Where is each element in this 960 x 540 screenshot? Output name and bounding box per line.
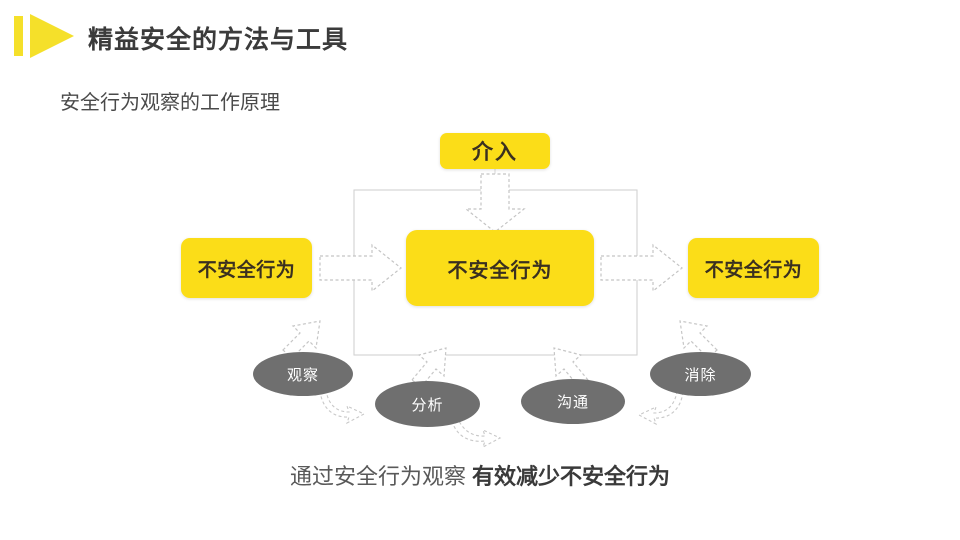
box-unsafe-behavior-before[interactable]: 不安全行为: [181, 238, 312, 298]
footer-normal-text: 通过安全行为观察: [289, 464, 466, 489]
arrow-analyze-to-communicate: [451, 418, 502, 449]
box-unsafe-behavior-current[interactable]: 不安全行为: [406, 230, 594, 306]
node-eliminate[interactable]: 消除: [650, 352, 751, 396]
node-observe[interactable]: 观察: [253, 352, 353, 396]
arrow-observe-to-analyze: [319, 389, 366, 425]
page-title: 精益安全的方法与工具: [88, 26, 349, 54]
arrow-left-to-center: [319, 243, 402, 293]
box-intervene[interactable]: 介入: [440, 133, 550, 169]
node-communicate[interactable]: 沟通: [521, 379, 625, 424]
logo-bar-shape: [14, 16, 23, 56]
play-triangle-icon: [14, 13, 76, 59]
box-unsafe-behavior-after[interactable]: 不安全行为: [688, 238, 819, 298]
arrow-center-to-right: [600, 243, 683, 293]
slide-header: 精益安全的方法与工具: [0, 0, 960, 72]
arrow-communicate-to-eliminate: [637, 390, 684, 426]
footer-bold-text: 有效减少不安全行为: [472, 464, 671, 489]
arrow-analyze-up: [411, 347, 447, 388]
page-subtitle: 安全行为观察的工作原理: [60, 92, 280, 114]
arrow-observe-up: [282, 320, 321, 359]
arrow-eliminate-up: [679, 320, 718, 359]
arrow-communicate-up: [553, 347, 589, 388]
logo-triangle-shape: [30, 14, 74, 58]
arrow-intervene-down: [464, 173, 526, 233]
node-analyze[interactable]: 分析: [375, 381, 480, 427]
footer-caption: 通过安全行为观察有效减少不安全行为: [0, 459, 960, 491]
